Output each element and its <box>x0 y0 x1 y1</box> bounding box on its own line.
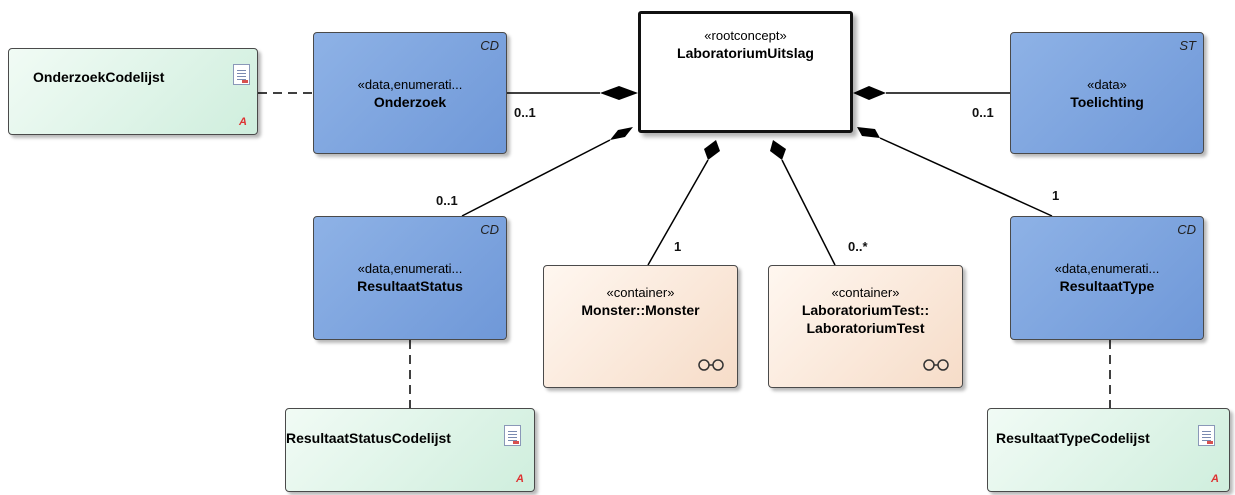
class-name: OnderzoekCodelijst <box>33 69 165 85</box>
link-icon <box>698 359 724 371</box>
multiplicity-lab-test: 0..* <box>848 239 868 254</box>
class-onderzoek[interactable]: CD «data,enumerati... Onderzoek <box>313 32 507 154</box>
class-name-line2: LaboratoriumTest <box>806 320 925 336</box>
composition-diamond-monster <box>704 140 720 160</box>
association-resultaat-type <box>879 137 1053 217</box>
class-name: ResultaatType <box>1059 278 1155 294</box>
codelist-resultaat-status[interactable]: ResultaatStatusCodelijst A <box>285 408 535 492</box>
link-icon <box>923 359 949 371</box>
class-name: LaboratoriumUitslag <box>677 45 814 61</box>
class-resultaat-type[interactable]: CD «data,enumerati... ResultaatType <box>1010 216 1204 340</box>
association-lab-test <box>781 159 836 266</box>
composition-diamond-toelichting <box>853 86 886 100</box>
attribute-icon: A <box>516 473 524 485</box>
class-name: Toelichting <box>1070 94 1144 110</box>
multiplicity-resultaat-status: 0..1 <box>436 193 458 208</box>
document-icon <box>504 425 521 446</box>
stereotype-label: «data,enumerati... <box>357 261 463 276</box>
class-name-line1: LaboratoriumTest:: <box>801 302 930 318</box>
association-monster <box>647 159 709 266</box>
composition-diamond-resultaat-type <box>857 127 880 138</box>
stereotype-label: «data,enumerati... <box>1054 261 1160 276</box>
composition-diamond-resultaat-status <box>610 127 633 140</box>
multiplicity-resultaat-type: 1 <box>1052 188 1060 203</box>
class-name: ResultaatStatus <box>357 278 463 294</box>
association-resultaat-status <box>461 139 611 217</box>
class-name: Onderzoek <box>373 94 447 110</box>
stereotype-label: «container» <box>606 285 675 300</box>
class-name: Monster::Monster <box>581 302 700 318</box>
composition-diamond-onderzoek <box>600 86 638 100</box>
root-concept-laboratorium-uitslag[interactable]: «rootconcept» LaboratoriumUitslag <box>638 11 853 133</box>
class-resultaat-status[interactable]: CD «data,enumerati... ResultaatStatus <box>313 216 507 340</box>
container-monster[interactable]: «container» Monster::Monster <box>543 265 738 388</box>
type-tag: CD <box>480 222 499 237</box>
class-name: ResultaatTypeCodelijst <box>996 430 1150 446</box>
type-tag: CD <box>480 38 499 53</box>
multiplicity-onderzoek: 0..1 <box>514 105 536 120</box>
codelist-resultaat-type[interactable]: ResultaatTypeCodelijst A <box>987 408 1230 492</box>
stereotype-label: «rootconcept» <box>704 28 787 43</box>
document-icon <box>233 64 250 85</box>
class-name: ResultaatStatusCodelijst <box>286 430 451 446</box>
type-tag: CD <box>1177 222 1196 237</box>
class-toelichting[interactable]: ST «data» Toelichting <box>1010 32 1204 154</box>
multiplicity-toelichting: 0..1 <box>972 105 994 120</box>
stereotype-label: «data,enumerati... <box>357 77 463 92</box>
codelist-onderzoek[interactable]: OnderzoekCodelijst A <box>8 48 258 135</box>
stereotype-label: «container» <box>831 285 900 300</box>
attribute-icon: A <box>1211 473 1219 485</box>
type-tag: ST <box>1179 38 1196 53</box>
container-laboratorium-test[interactable]: «container» LaboratoriumTest:: Laborator… <box>768 265 963 388</box>
multiplicity-monster: 1 <box>674 239 682 254</box>
document-icon <box>1198 425 1215 446</box>
stereotype-label: «data» <box>1087 77 1127 92</box>
attribute-icon: A <box>239 116 247 128</box>
composition-diamond-lab-test <box>770 140 786 160</box>
